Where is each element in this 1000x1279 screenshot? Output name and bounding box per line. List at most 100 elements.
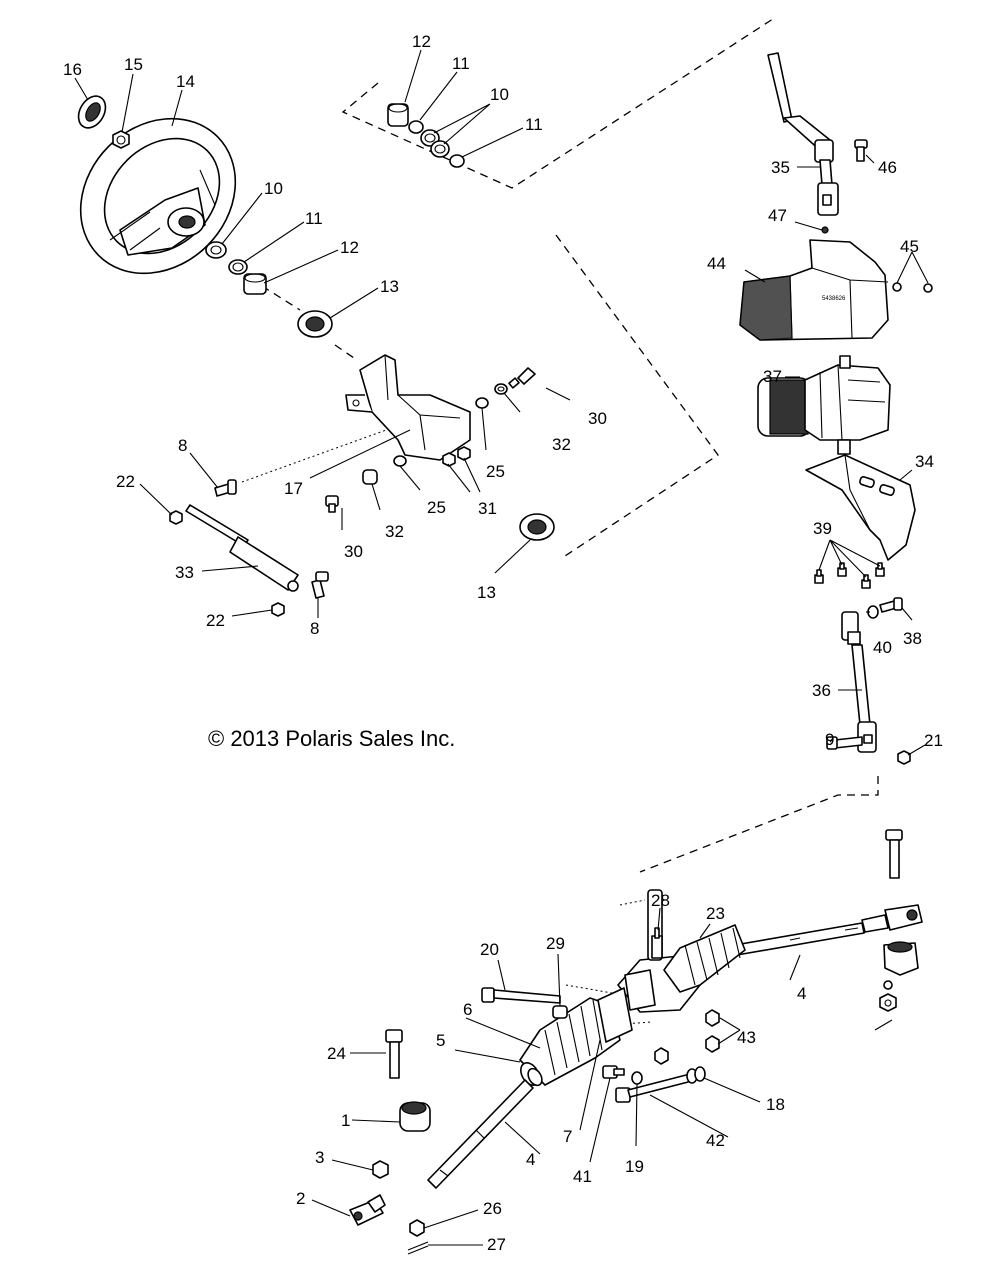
callout-3: 3: [315, 1148, 324, 1167]
callout-14: 14: [176, 72, 195, 91]
callout-23: 23: [706, 904, 725, 923]
callout-2: 2: [296, 1189, 305, 1208]
eps-motor: [757, 355, 891, 455]
nut-26: [409, 1219, 425, 1237]
clamp-plate: [597, 987, 633, 1043]
callout-27: 27: [487, 1235, 506, 1254]
callout-32: 32: [385, 522, 404, 541]
callout-11: 11: [305, 209, 323, 228]
callout-7: 7: [563, 1127, 572, 1146]
washers-18: [686, 1066, 706, 1084]
callout-labels: 16 15 14 12 11 10 11 10 11 12 13 35 46 4…: [63, 32, 943, 1254]
bushing-32a: [494, 383, 508, 395]
nut-22a: [169, 510, 183, 525]
callout-22: 22: [116, 472, 135, 491]
callout-29: 29: [546, 934, 565, 953]
callout-36: 36: [812, 681, 831, 700]
bearing-13b: [519, 513, 555, 541]
callout-32: 32: [552, 435, 571, 454]
tie-rod-end-left: [349, 1194, 386, 1226]
nuts-31: [442, 446, 471, 467]
steering-wheel: [79, 117, 237, 275]
callout-22: 22: [206, 611, 225, 630]
callout-8: 8: [310, 619, 319, 638]
eps-cover: 5438626: [739, 239, 889, 341]
callout-12: 12: [412, 32, 431, 51]
callout-4: 4: [526, 1150, 535, 1169]
bolt-41: [602, 1065, 625, 1079]
cotter-pin-right: [874, 1019, 893, 1031]
bolt-42: [615, 1073, 693, 1103]
nut-right: [879, 980, 897, 1012]
column-bracket: [345, 354, 471, 461]
callout-9: 9: [825, 730, 834, 749]
callout-28: 28: [651, 891, 670, 910]
callout-42: 42: [706, 1131, 725, 1150]
callout-46: 46: [878, 158, 897, 177]
callout-19: 19: [625, 1157, 644, 1176]
washer-11b: [408, 120, 424, 134]
washer-11a: [228, 259, 248, 275]
nut-22b: [271, 602, 285, 617]
clamp: [527, 1067, 543, 1087]
bolt-29: [552, 1005, 568, 1019]
callout-13: 13: [477, 583, 496, 602]
callout-33: 33: [175, 563, 194, 582]
callout-10: 10: [490, 85, 509, 104]
nuts-43: [654, 1009, 720, 1065]
wheel-nut: [112, 130, 130, 149]
callout-30: 30: [344, 542, 363, 561]
callout-31: 31: [478, 499, 497, 518]
eps-bracket: [805, 454, 916, 561]
boot-right: [663, 924, 746, 993]
washer-19: [631, 1071, 643, 1085]
washer-25b: [393, 455, 407, 467]
bolts-39: [814, 562, 885, 589]
washer-10a: [205, 241, 227, 259]
lower-steering-shaft: [841, 611, 877, 753]
washer-11c: [449, 154, 465, 168]
callout-20: 20: [480, 940, 499, 959]
callout-26: 26: [483, 1199, 502, 1218]
gas-strut: [185, 504, 299, 592]
bolt-38: [879, 597, 903, 613]
tie-rod-end-right: [861, 904, 923, 933]
bolt-28: [651, 927, 663, 959]
callout-37: 37: [763, 367, 782, 386]
callout-17: 17: [284, 479, 303, 498]
callout-10: 10: [264, 179, 283, 198]
callout-1: 1: [341, 1111, 350, 1130]
callout-5: 5: [436, 1031, 445, 1050]
washer-10c: [430, 140, 450, 158]
callout-4: 4: [797, 984, 806, 1003]
bushing-right: [883, 941, 919, 976]
bushing-12a: [243, 273, 267, 295]
callout-38: 38: [903, 629, 922, 648]
callout-39: 39: [813, 519, 832, 538]
copyright-notice: © 2013 Polaris Sales Inc.: [208, 726, 455, 751]
bolt-20: [481, 987, 561, 1004]
callout-35: 35: [771, 158, 790, 177]
callout-12: 12: [340, 238, 359, 257]
bolt-9: [826, 736, 863, 750]
bolt-right: [885, 829, 903, 879]
cover-stamp: 5438626: [822, 296, 846, 302]
bearing-13a: [297, 310, 333, 338]
callout-11: 11: [452, 54, 470, 73]
callout-45: 45: [900, 237, 919, 256]
nuts-45: [892, 282, 933, 293]
callout-25: 25: [486, 462, 505, 481]
bolt-8b: [311, 571, 329, 599]
callout-11: 11: [525, 115, 543, 134]
callout-40: 40: [873, 638, 892, 657]
callout-13: 13: [380, 277, 399, 296]
bushing-12b: [387, 103, 409, 127]
callout-21: 21: [924, 731, 943, 750]
callout-18: 18: [766, 1095, 785, 1114]
cotter-pin-27: [407, 1241, 429, 1255]
nut-21: [897, 750, 911, 765]
callout-25: 25: [427, 498, 446, 517]
callout-16: 16: [63, 60, 82, 79]
bolt-30b: [325, 495, 339, 513]
